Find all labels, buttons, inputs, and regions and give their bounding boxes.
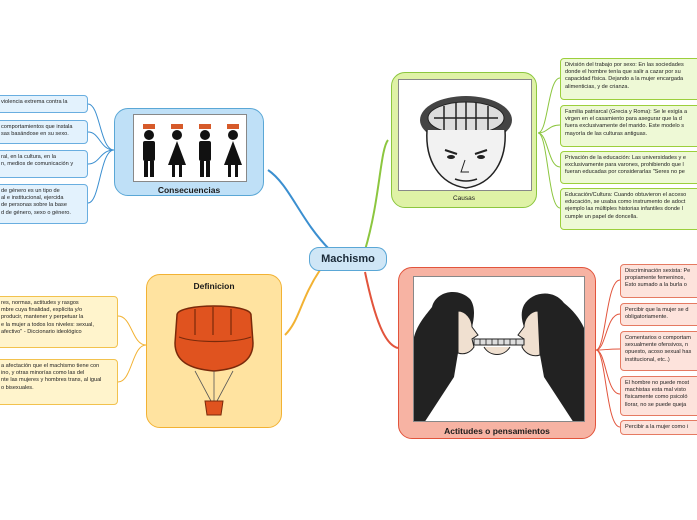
causas-note-2[interactable]: Familia patriarcal (Grecia y Roma): Se l… bbox=[560, 105, 697, 147]
topic-definicion-label: Definicion bbox=[193, 281, 235, 291]
causas-note-4[interactable]: Educación/Cultura: Cuando obtuvieron el … bbox=[560, 188, 697, 230]
causas-note-3[interactable]: Privación de la educación: Las universid… bbox=[560, 151, 697, 184]
link-consecuencias bbox=[267, 169, 331, 251]
topic-definicion[interactable]: Definicion bbox=[146, 274, 282, 428]
fist-balloon-image bbox=[155, 295, 273, 421]
actitudes-note-1[interactable]: Discriminación sexista: Pe propiamente f… bbox=[620, 264, 697, 298]
topic-actitudes[interactable]: Actitudes o pensamientos bbox=[398, 267, 596, 439]
actitudes-note-4[interactable]: El hombre no puede most machistas esta m… bbox=[620, 376, 697, 416]
central-topic-label: Machismo bbox=[321, 253, 375, 265]
actitudes-note-3[interactable]: Comentarios o comportam sexualmente ofen… bbox=[620, 331, 697, 371]
topic-causas-label: Causas bbox=[452, 195, 476, 202]
consecuencias-note-1[interactable]: violencia extrema contra la bbox=[0, 95, 88, 113]
two-figures-image bbox=[413, 276, 585, 422]
topic-consecuencias-label: Consecuencias bbox=[157, 185, 221, 195]
topic-causas[interactable]: Causas bbox=[391, 72, 537, 208]
people-silhouettes-image bbox=[133, 114, 247, 182]
link-actitudes bbox=[364, 271, 399, 349]
actitudes-note-2[interactable]: Percibir que la mujer se d obligatoriame… bbox=[620, 303, 697, 326]
consecuencias-note-4[interactable]: de género es un tipo de al e institucion… bbox=[0, 184, 88, 224]
topic-consecuencias[interactable]: Consecuencias bbox=[114, 108, 264, 196]
consecuencias-note-2[interactable]: comportamientos que instala sas basándos… bbox=[0, 120, 88, 144]
definicion-note-1[interactable]: res, normas, actitudes y rasgos mbre cuy… bbox=[0, 296, 118, 348]
definicion-note-2[interactable]: a afectación que el machismo tiene con i… bbox=[0, 359, 118, 405]
actitudes-note-5[interactable]: Percibir a la mujer como i bbox=[620, 420, 697, 435]
consecuencias-note-3[interactable]: ral, en la cultura, en la n, medios de c… bbox=[0, 150, 88, 178]
central-topic[interactable]: Machismo bbox=[309, 247, 387, 271]
link-causas bbox=[364, 139, 389, 251]
topic-actitudes-label: Actitudes o pensamientos bbox=[444, 426, 550, 436]
causas-note-1[interactable]: División del trabajo por sexo: En las so… bbox=[560, 58, 697, 100]
link-definicion bbox=[284, 269, 321, 336]
caged-head-image bbox=[398, 79, 532, 191]
